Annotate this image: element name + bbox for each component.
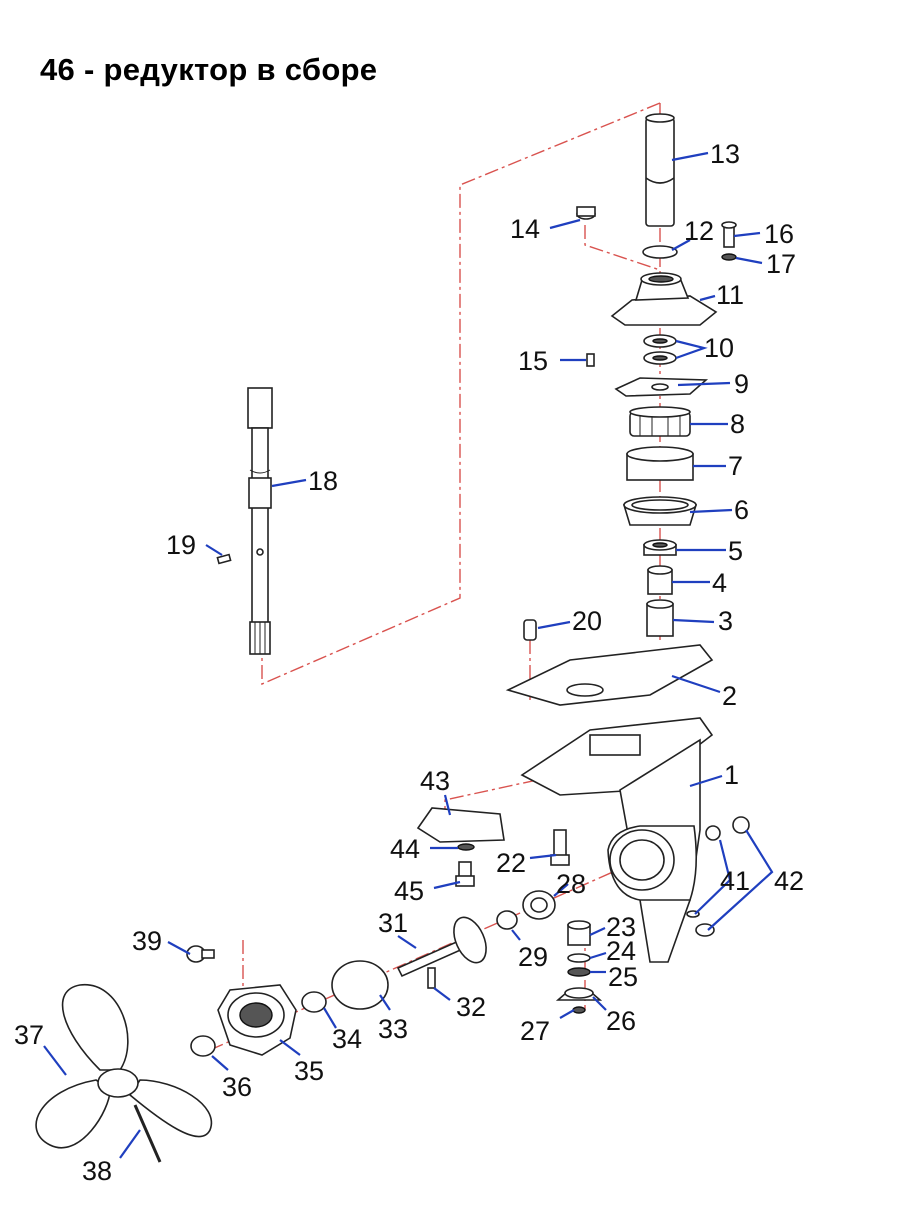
callout-36: 36 [222, 1072, 252, 1102]
part-19-pin [216, 553, 232, 565]
callout-33: 33 [378, 1014, 408, 1044]
callout-24: 24 [606, 936, 636, 966]
part-22-bolt [550, 829, 570, 866]
part-5-bearing [643, 539, 677, 556]
callout-43: 43 [420, 766, 450, 796]
callout-7: 7 [728, 451, 743, 481]
callout-18: 18 [308, 466, 338, 496]
part-14-nut [576, 206, 596, 220]
callout-45: 45 [394, 876, 424, 906]
part-6-pump-cup [622, 496, 698, 526]
callout-23: 23 [606, 912, 636, 942]
callout-31: 31 [378, 908, 408, 938]
part-12-o-ring [642, 245, 678, 259]
callout-41: 41 [720, 866, 750, 896]
callout-13: 13 [710, 139, 740, 169]
part-9-plate [614, 377, 709, 397]
callout-34: 34 [332, 1024, 362, 1054]
part-20-dowel [523, 619, 537, 641]
part-4-bushing [647, 565, 673, 595]
part-7-impeller-liner [626, 446, 694, 481]
part-42-plugs [695, 816, 750, 937]
diagram-title: 46 - редуктор в сборе [40, 52, 378, 87]
callout-37: 37 [14, 1020, 44, 1050]
callout-25: 25 [608, 962, 638, 992]
callout-16: 16 [764, 219, 794, 249]
callout-38: 38 [82, 1156, 112, 1186]
part-8-impeller [629, 406, 691, 437]
part-18-drive-shaft [247, 387, 273, 655]
part-43-anode-plate [416, 807, 505, 843]
callout-1: 1 [724, 760, 739, 790]
part-38-cotter-pin [133, 1104, 162, 1163]
callout-32: 32 [456, 992, 486, 1022]
callout-44: 44 [390, 834, 420, 864]
callout-12: 12 [684, 216, 714, 246]
part-29-washer [496, 910, 518, 930]
part-34-bushing [301, 991, 327, 1013]
part-1-gearcase [520, 717, 714, 963]
part-39-screw [186, 945, 215, 963]
callout-5: 5 [728, 536, 743, 566]
part-35-bearing-carrier [217, 984, 297, 1056]
callout-42: 42 [774, 866, 804, 896]
part-3-sleeve [646, 599, 674, 637]
part-2-gasket [505, 644, 714, 706]
part-25-washer [567, 967, 591, 977]
part-37-propeller [35, 984, 213, 1149]
part-36-bushing [190, 1035, 216, 1057]
callout-3: 3 [718, 606, 733, 636]
callout-29: 29 [518, 942, 548, 972]
callout-35: 35 [294, 1056, 324, 1086]
callout-8: 8 [730, 409, 745, 439]
part-23-bearing [567, 920, 591, 946]
leader-lines [43, 151, 774, 1159]
callout-2: 2 [722, 681, 737, 711]
callout-labels: 1 2 3 4 5 6 7 8 9 10 11 12 13 14 15 16 1… [14, 139, 804, 1186]
part-11-pump-housing [610, 272, 718, 326]
part-13-drive-shaft-tube [645, 113, 675, 227]
callout-6: 6 [734, 495, 749, 525]
part-26-pinion-gear [555, 987, 603, 1001]
part-33-o-ring [331, 960, 389, 1010]
callout-14: 14 [510, 214, 540, 244]
part-27-nut [572, 1006, 586, 1014]
part-44-washer [457, 843, 475, 851]
callout-10: 10 [704, 333, 734, 363]
centerlines [209, 102, 661, 1051]
callout-4: 4 [712, 568, 727, 598]
part-45-bolt [455, 861, 475, 887]
part-32-pin [427, 967, 436, 989]
callout-39: 39 [132, 926, 162, 956]
callout-17: 17 [766, 249, 796, 279]
callout-19: 19 [166, 530, 196, 560]
callout-9: 9 [734, 369, 749, 399]
callout-15: 15 [518, 346, 548, 376]
callout-22: 22 [496, 848, 526, 878]
callout-11: 11 [716, 280, 744, 310]
part-16-bolt [721, 221, 737, 248]
part-31-propeller-shaft [396, 916, 487, 978]
part-17-washer [721, 253, 737, 261]
callout-26: 26 [606, 1006, 636, 1036]
part-15-pin [586, 353, 595, 367]
callout-27: 27 [520, 1016, 550, 1046]
part-10-seals [643, 334, 677, 365]
part-41-washers [686, 825, 721, 918]
callout-20: 20 [572, 606, 602, 636]
part-28-bearing [522, 890, 556, 920]
callout-28: 28 [556, 869, 586, 899]
part-24-shim [567, 953, 591, 963]
